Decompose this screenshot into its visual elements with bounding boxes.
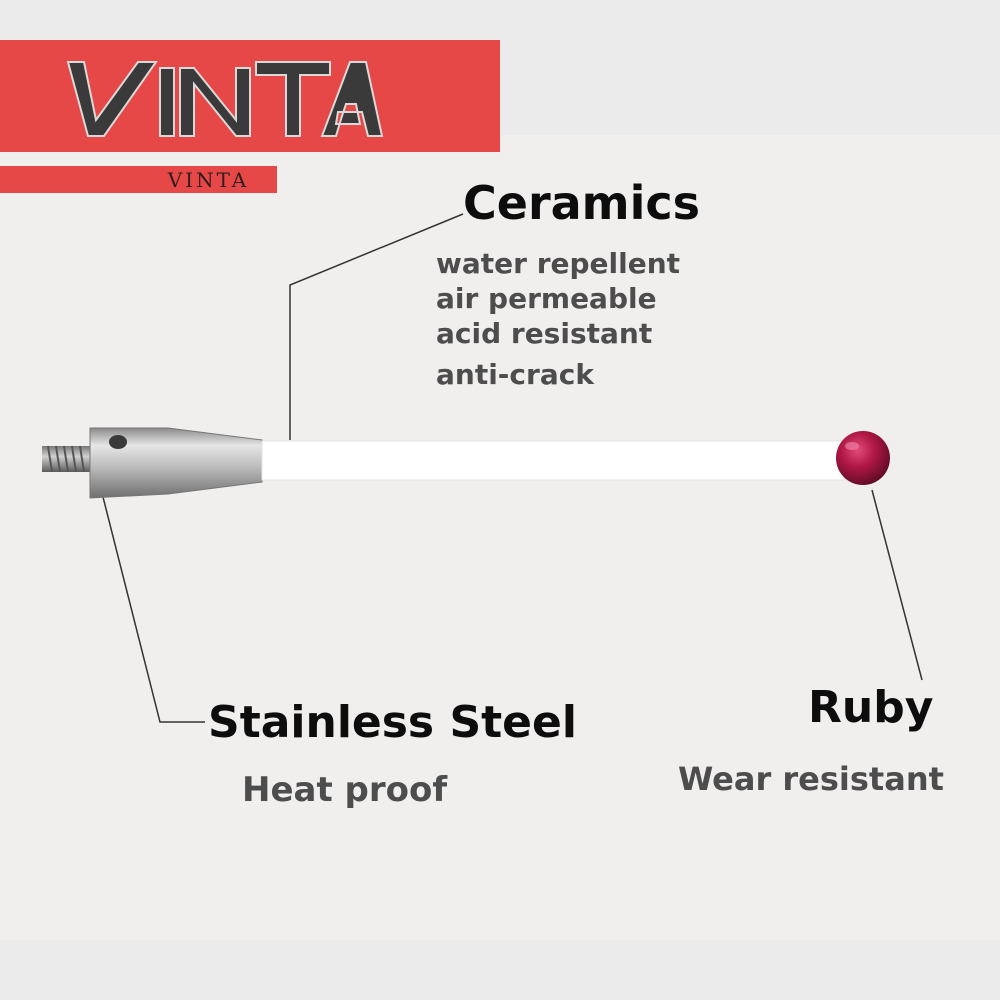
ceramics-feature: acid resistant: [436, 317, 653, 350]
ceramic-stem: [261, 440, 845, 481]
ruby-title: Ruby: [808, 682, 934, 733]
brand-subtitle-bar: [0, 166, 277, 193]
brand-subtitle: VINTA: [167, 168, 250, 192]
stainless-steel-body: [89, 427, 263, 499]
bottom-background-band: [0, 940, 1000, 1000]
ruby-feature: Wear resistant: [678, 760, 944, 798]
ceramics-feature: air permeable: [436, 282, 657, 315]
ceramics-title: Ceramics: [463, 176, 701, 230]
ruby-ball: [836, 431, 890, 485]
threaded-shank: [42, 445, 92, 473]
ceramics-feature: water repellent: [436, 247, 681, 280]
stainless-steel-title: Stainless Steel: [208, 697, 577, 748]
ruby-highlight: [845, 442, 859, 450]
ruby-leader-line: [871, 489, 923, 681]
ceramics-leader-line: [289, 213, 464, 440]
steel-body-hole: [109, 435, 127, 449]
ceramics-feature-list: water repellent air permeable acid resis…: [436, 246, 680, 392]
brand-logo: [66, 61, 384, 137]
stainless-steel-feature: Heat proof: [242, 770, 448, 810]
steel-leader-line: [102, 496, 205, 723]
ceramics-feature: anti-crack: [436, 358, 594, 391]
